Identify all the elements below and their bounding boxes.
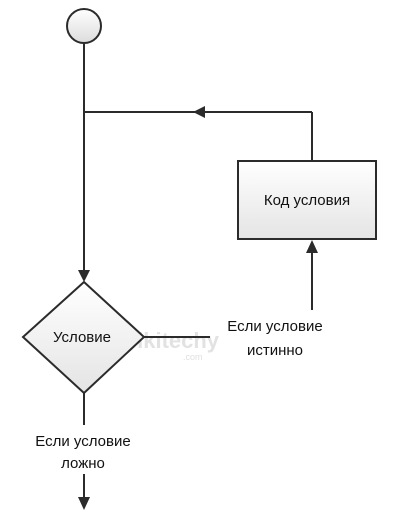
true-branch-label: Если условие истинно <box>227 318 322 359</box>
true-label-line-1: Если условие <box>227 318 322 335</box>
exit-arrowhead <box>78 497 90 510</box>
process-arrowhead <box>306 240 318 253</box>
process-label: Код условия <box>264 192 350 209</box>
start-node <box>66 8 102 44</box>
watermark-subtext: .com <box>183 352 203 362</box>
process-node: Код условия <box>237 160 377 240</box>
decision-label: Условие <box>53 329 111 346</box>
decision-arrowhead <box>78 270 90 282</box>
false-branch-label: Если условие ложно <box>35 433 130 472</box>
false-label-line-1: Если условие <box>35 433 130 450</box>
loop-arrowhead <box>193 106 205 118</box>
decision-node: Условие <box>21 280 146 395</box>
false-label-line-2: ложно <box>61 455 105 472</box>
true-label-line-2: истинно <box>247 342 303 359</box>
